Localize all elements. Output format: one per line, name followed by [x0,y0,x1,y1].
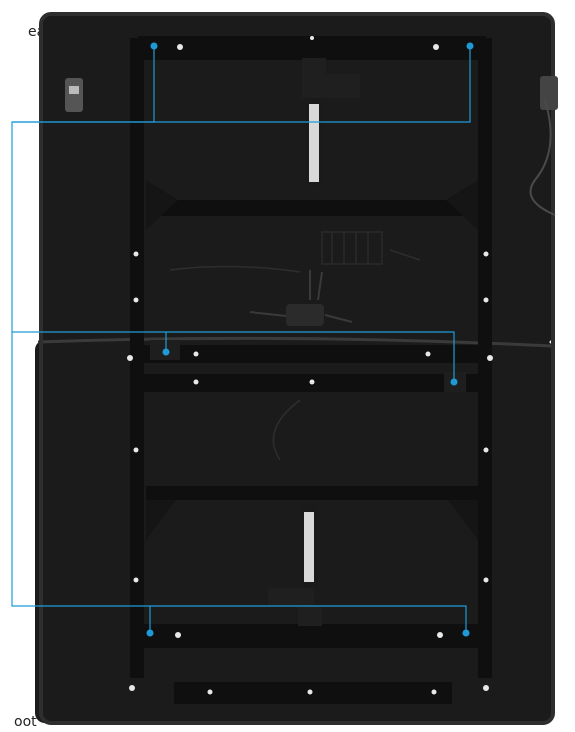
bracket-bottom-right [448,500,478,540]
wiring-harness [249,270,353,323]
cable-bundle-icon [540,76,558,110]
foot-actuator-shaft [304,512,314,582]
frame-mid-bar-1 [132,345,492,363]
power-switch-icon [65,78,83,112]
callout-lines [11,48,471,632]
control-box-icon [286,304,324,326]
bracket-bottom-left [146,500,176,540]
loose-cables [169,249,421,461]
foot-actuator-motor [268,588,314,606]
wiring-panel [321,231,383,265]
footboard-bar [174,682,452,704]
frame-cross-bar-2 [146,486,480,500]
foot-actuator-mount [298,606,322,626]
bracket-top-left [146,180,178,230]
head-actuator-shaft [309,104,319,182]
frame-bottom-bar [140,624,486,648]
foot-label: oot [14,714,37,730]
bracket-top-right [446,180,478,230]
bolt-set [127,36,493,695]
fabric-edge [39,12,555,725]
actuator-motor-housing [326,74,360,98]
actuator-motor-icon [302,58,326,98]
callout-points [146,42,474,637]
upholstered-base-top [41,14,553,344]
power-switch-button [69,86,79,94]
side-cable [529,99,556,216]
frame-cross-bar-1 [146,200,480,216]
